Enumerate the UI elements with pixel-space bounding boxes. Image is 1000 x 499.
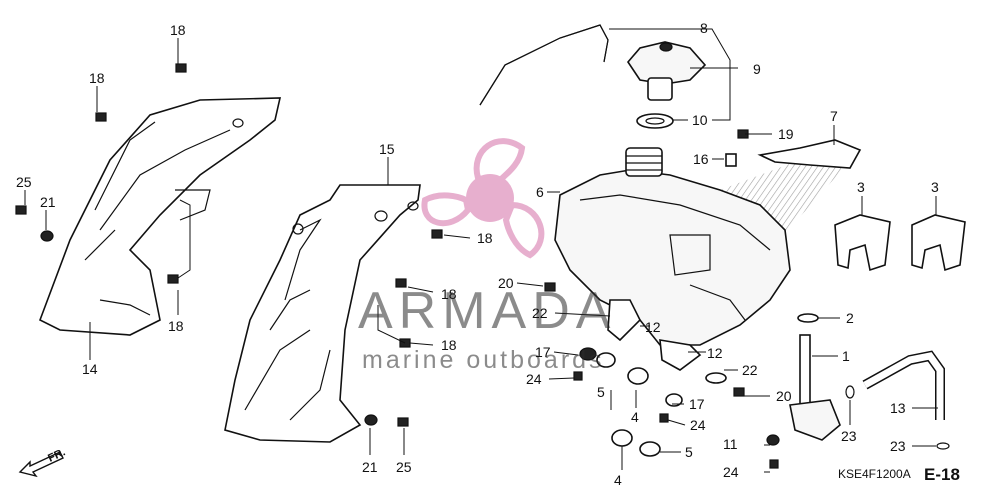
callout-20: 20: [776, 388, 792, 404]
callout-14: 14: [82, 361, 98, 377]
watermark-brand: ARMADA: [358, 282, 616, 340]
o-ring-part-2: [797, 313, 819, 323]
callout-1: 1: [842, 348, 850, 364]
callout-25: 25: [396, 459, 412, 475]
tank-clip-part-3-b: [911, 214, 966, 272]
callout-18: 18: [89, 70, 105, 86]
propeller-blade: [473, 138, 526, 186]
callout-24: 24: [690, 417, 706, 433]
callout-12: 12: [645, 319, 661, 335]
tank-clip-part-3-a: [834, 214, 891, 272]
watermark-logo: [421, 138, 545, 259]
callout-17: 17: [535, 344, 551, 360]
front-direction-arrow: FR.: [18, 446, 67, 478]
callout-17: 17: [689, 396, 705, 412]
propeller-hub: [466, 174, 514, 222]
propeller-blade: [502, 201, 545, 259]
callout-25: 25: [16, 174, 32, 190]
callout-18: 18: [168, 318, 184, 334]
fuel-cap-part-9: [626, 41, 707, 101]
callout-3: 3: [857, 179, 865, 195]
callout-18: 18: [441, 286, 457, 302]
callout-16: 16: [693, 151, 709, 167]
callout-21: 21: [40, 194, 56, 210]
callout-4: 4: [614, 472, 622, 488]
callout-23: 23: [841, 428, 857, 444]
propeller-blade: [421, 192, 472, 227]
breather-hose-part-8: [479, 24, 609, 106]
tank-bracket-part-7: [757, 139, 862, 169]
diagram-code: KSE4F1200A: [838, 467, 911, 481]
callout-9: 9: [753, 61, 761, 77]
callout-7: 7: [830, 108, 838, 124]
callout-19: 19: [778, 126, 794, 142]
callout-13: 13: [890, 400, 906, 416]
callout-15: 15: [379, 141, 395, 157]
callout-3: 3: [931, 179, 939, 195]
callout-5: 5: [597, 384, 605, 400]
callout-21: 21: [362, 459, 378, 475]
callout-20: 20: [498, 275, 514, 291]
watermark-tagline: marine outboards: [362, 346, 605, 374]
callout-10: 10: [692, 112, 708, 128]
radiator-shroud-part-15: [224, 184, 421, 443]
callout-11: 11: [723, 436, 738, 452]
callout-labels: 1 2 3 3 4 4 5 5 6 7 8 9 10 11 12 12 13 1…: [16, 20, 939, 488]
callout-22: 22: [742, 362, 758, 378]
callout-24: 24: [723, 464, 739, 480]
callout-12: 12: [707, 345, 723, 361]
callout-5: 5: [685, 444, 693, 460]
fuel-hose-part-13: [862, 350, 945, 420]
callout-8: 8: [700, 20, 708, 36]
callout-18: 18: [477, 230, 493, 246]
front-label: FR.: [46, 446, 67, 464]
callout-24: 24: [526, 371, 542, 387]
callout-6: 6: [536, 184, 544, 200]
callout-22: 22: [532, 305, 548, 321]
cap-gasket-part-10: [636, 113, 674, 129]
callout-18: 18: [170, 22, 186, 38]
callout-2: 2: [846, 310, 854, 326]
page-reference: E-18: [924, 465, 960, 484]
callout-18: 18: [441, 337, 457, 353]
callout-4: 4: [631, 409, 639, 425]
fasteners: [15, 63, 950, 469]
left-shroud-part-14: [38, 97, 282, 336]
leader-lines: [24, 28, 938, 473]
callout-23: 23: [890, 438, 906, 454]
fuel-valve-part-1: [789, 334, 841, 441]
